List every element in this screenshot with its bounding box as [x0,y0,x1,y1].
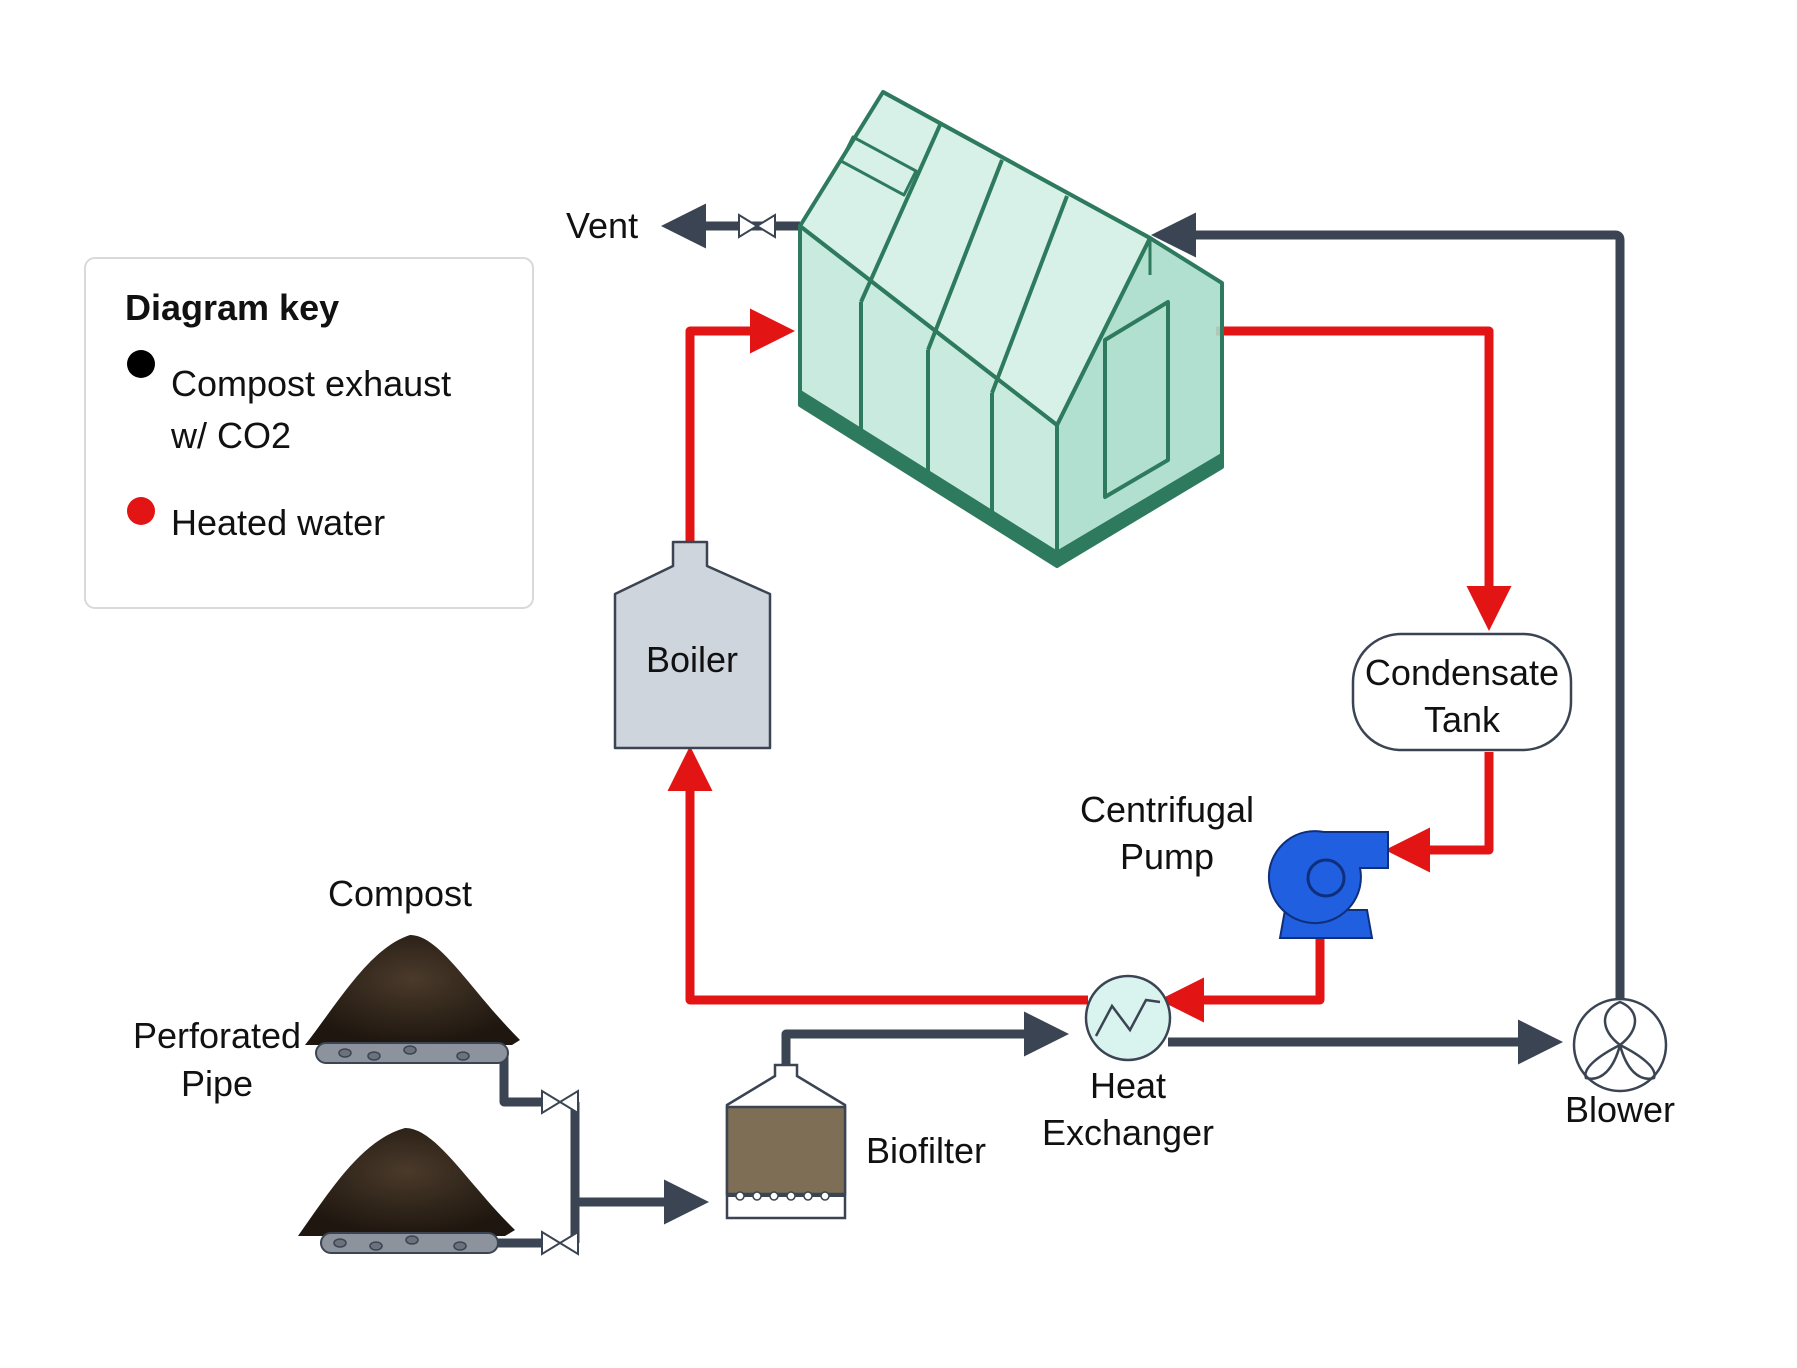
upper-compost-pipe-line [499,1053,555,1107]
greenhouse-icon [798,90,1224,568]
lower-compost-valve-icon [541,1230,579,1256]
biofilter-to-exchanger-line [781,1011,1069,1065]
exhaust-key-label-line2: w/ CO2 [170,415,291,456]
blower-icon [1572,997,1668,1093]
condensate-tank-label: Condensate [1365,652,1559,693]
condensate-tank-icon [1351,632,1573,752]
perforated-pipe-label: Perforated [133,1015,301,1056]
lower-compost-pile-icon [298,1128,515,1254]
blower-to-greenhouse-line [1151,212,1625,998]
condensate-tank-label-line2: Tank [1424,699,1501,740]
heat-exchanger-icon [1084,974,1172,1062]
exhaust-lines [498,203,1625,1248]
blower-label: Blower [1565,1089,1675,1130]
exhaust-key-dot [127,350,155,378]
biofilter-diffuser-dots [735,1191,830,1201]
boiler-label: Boiler [646,639,738,680]
greenhouse-to-condensate-line [1216,326,1512,631]
heated-water-lines [667,308,1512,1023]
heat-exchanger-label-line2: Exchanger [1042,1112,1214,1153]
heated-water-key-dot [127,497,155,525]
perforated-pipe-label-line2: Pipe [181,1063,253,1104]
diagram-key: Diagram key Compost exhaust w/ CO2 Heate… [84,257,534,609]
heated-water-key-label: Heated water [171,502,385,543]
upper-compost-valve-icon [541,1089,579,1115]
exhaust-key-label: Compost exhaust [171,363,451,404]
vent-valve-icon [738,213,776,239]
vent-label: Vent [566,205,638,246]
upper-compost-pile-icon [305,935,520,1064]
centrifugal-pump-icon [1267,830,1389,939]
condensate-to-pump-line [1385,752,1494,873]
boiler-to-greenhouse-line [685,308,795,542]
pump-to-exchanger-line [1159,938,1325,1023]
heat-exchanger-label: Heat [1090,1065,1166,1106]
boiler-icon [613,540,772,750]
centrifugal-pump-label-line2: Pump [1120,836,1214,877]
biofilter-label: Biofilter [866,1130,986,1171]
exchanger-to-boiler-line [667,746,1088,1005]
key-title: Diagram key [125,287,339,328]
key-box [84,257,534,609]
compost-label: Compost [328,873,472,914]
centrifugal-pump-label: Centrifugal [1080,789,1254,830]
biofilter-icon [725,1063,847,1220]
